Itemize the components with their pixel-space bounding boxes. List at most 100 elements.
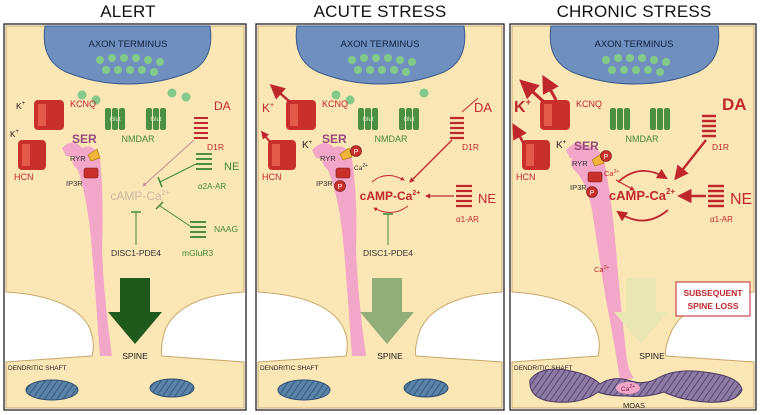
mglur3-receptor: [190, 221, 206, 238]
mitochondrion: [25, 379, 79, 401]
ryr-label: RYR: [320, 154, 336, 163]
da-label: DA: [722, 95, 747, 114]
naag-label: NAAG: [214, 224, 238, 234]
a1-receptor: [456, 184, 472, 208]
mitochondrion: [403, 378, 449, 398]
spine-loss-box: [675, 281, 751, 317]
spine-loss-line1: SUBSEQUENT: [683, 288, 743, 298]
hcn-label: HCN: [262, 172, 282, 182]
p-badge: P: [350, 145, 362, 157]
ca-mid-label: Ca2+: [594, 265, 609, 274]
glut-label: Glut: [403, 117, 414, 123]
p-badge: P: [586, 186, 598, 198]
ne-label: NE: [730, 191, 752, 208]
da-label: DA: [214, 99, 231, 113]
d1r-arrow: [142, 139, 195, 187]
vesicles: [77, 54, 191, 105]
panel-acute-stress: ACUTE STRESS AXON TERMINUS Glut Glut NMD…: [255, 2, 505, 411]
ca-small-label: Ca2+: [354, 163, 368, 172]
nmdar-label: NMDAR: [375, 134, 408, 144]
p-badge: P: [600, 150, 612, 162]
big-arrow-medium: [360, 278, 414, 344]
shaft-label: DENDRITIC SHAFT: [8, 365, 67, 372]
mglur3-label: mGluR3: [182, 248, 213, 258]
kcnq-label: KCNQ: [322, 99, 348, 109]
ryr-label: RYR: [70, 154, 86, 163]
glut-label: Glut: [150, 117, 161, 123]
a2a-receptor: [196, 153, 212, 170]
spine-loss-line2: SPINE LOSS: [687, 301, 738, 311]
nmdar-right: [650, 108, 670, 130]
nmdar-label: NMDAR: [626, 134, 659, 144]
a2a-label: α2A-AR: [198, 182, 226, 191]
k-ion-label-2: K+: [302, 140, 313, 151]
d1r-arrow: [409, 139, 453, 183]
ryr-label: RYR: [572, 159, 588, 168]
ryr-receptor: [87, 148, 101, 162]
d1r-receptor: [702, 114, 716, 138]
ip3r-receptor: [83, 167, 99, 179]
big-arrow-dark: [108, 278, 162, 344]
nmdar-label: NMDAR: [122, 134, 155, 144]
panel-alert: ALERT AXON TERMINUS Glut Glut NMDAR KCNQ…: [3, 2, 247, 411]
hcn-label: HCN: [14, 172, 34, 182]
vesicles: [331, 54, 429, 105]
a1-label: α1-AR: [456, 215, 479, 224]
big-arrow-faint: [614, 278, 668, 344]
hcn-label: HCN: [516, 172, 536, 182]
panel-title: ALERT: [100, 2, 156, 21]
ne-label: NE: [224, 161, 239, 173]
hcn-channel: [18, 140, 46, 170]
k-ion-label: K+: [262, 101, 274, 115]
k-ion-label: K+: [514, 97, 531, 116]
axon-label: AXON TERMINUS: [88, 39, 167, 50]
ip3r-label: IP3R: [316, 179, 333, 188]
disc-label: DISC1-PDE4: [111, 248, 161, 258]
ip3r-receptor: [335, 167, 351, 179]
ca-small-label: Ca2+: [604, 169, 619, 178]
a1-label: α1-AR: [710, 215, 733, 224]
d1r-receptor: [450, 116, 464, 140]
spine-label: SPINE: [639, 351, 665, 361]
ip3r-label: IP3R: [570, 183, 587, 192]
d1r-receptor: [194, 117, 208, 139]
camp-label: cAMP-Ca2+: [110, 189, 169, 203]
kcnq-label: KCNQ: [576, 99, 602, 109]
k-efflux-arrow: [519, 79, 546, 104]
ca-bottom-blob: [616, 382, 640, 394]
spine-label: SPINE: [122, 351, 148, 361]
kcnq-channel: [540, 100, 570, 130]
nmdar-right: [146, 108, 166, 130]
shaft-label: DENDRITIC SHAFT: [260, 365, 319, 372]
svg-text:P: P: [354, 149, 359, 156]
axon-label: AXON TERMINUS: [340, 39, 419, 50]
ser: [72, 146, 112, 356]
p-badge: P: [334, 180, 346, 192]
panel-title: ACUTE STRESS: [314, 2, 447, 21]
glut-label: Glut: [109, 117, 120, 123]
spine-body: [257, 25, 503, 409]
ip3r-label: IP3R: [66, 179, 83, 188]
panel-frame: [255, 23, 505, 411]
k-ion-label: K+: [16, 101, 26, 111]
vesicles: [602, 54, 670, 76]
nmdar-right: [399, 108, 419, 130]
d1r-label: D1R: [207, 142, 224, 152]
axon-label: AXON TERMINUS: [594, 39, 673, 50]
camp-cycle: [371, 175, 405, 183]
ser: [571, 146, 634, 380]
nmdar-left: [610, 108, 630, 130]
camp-cycle: [617, 168, 668, 183]
ryr-receptor: [339, 147, 353, 161]
axon-terminus: [43, 25, 212, 85]
spine-label: SPINE: [377, 351, 403, 361]
k-ion-label-2: K+: [556, 140, 567, 151]
k-efflux-arrow: [542, 74, 559, 101]
camp-cycle: [616, 209, 669, 222]
k-efflux-arrow: [269, 84, 291, 103]
camp-label: cAMP-Ca2+: [609, 187, 676, 203]
svg-text:P: P: [604, 154, 609, 161]
d1r-arrow: [674, 139, 707, 181]
